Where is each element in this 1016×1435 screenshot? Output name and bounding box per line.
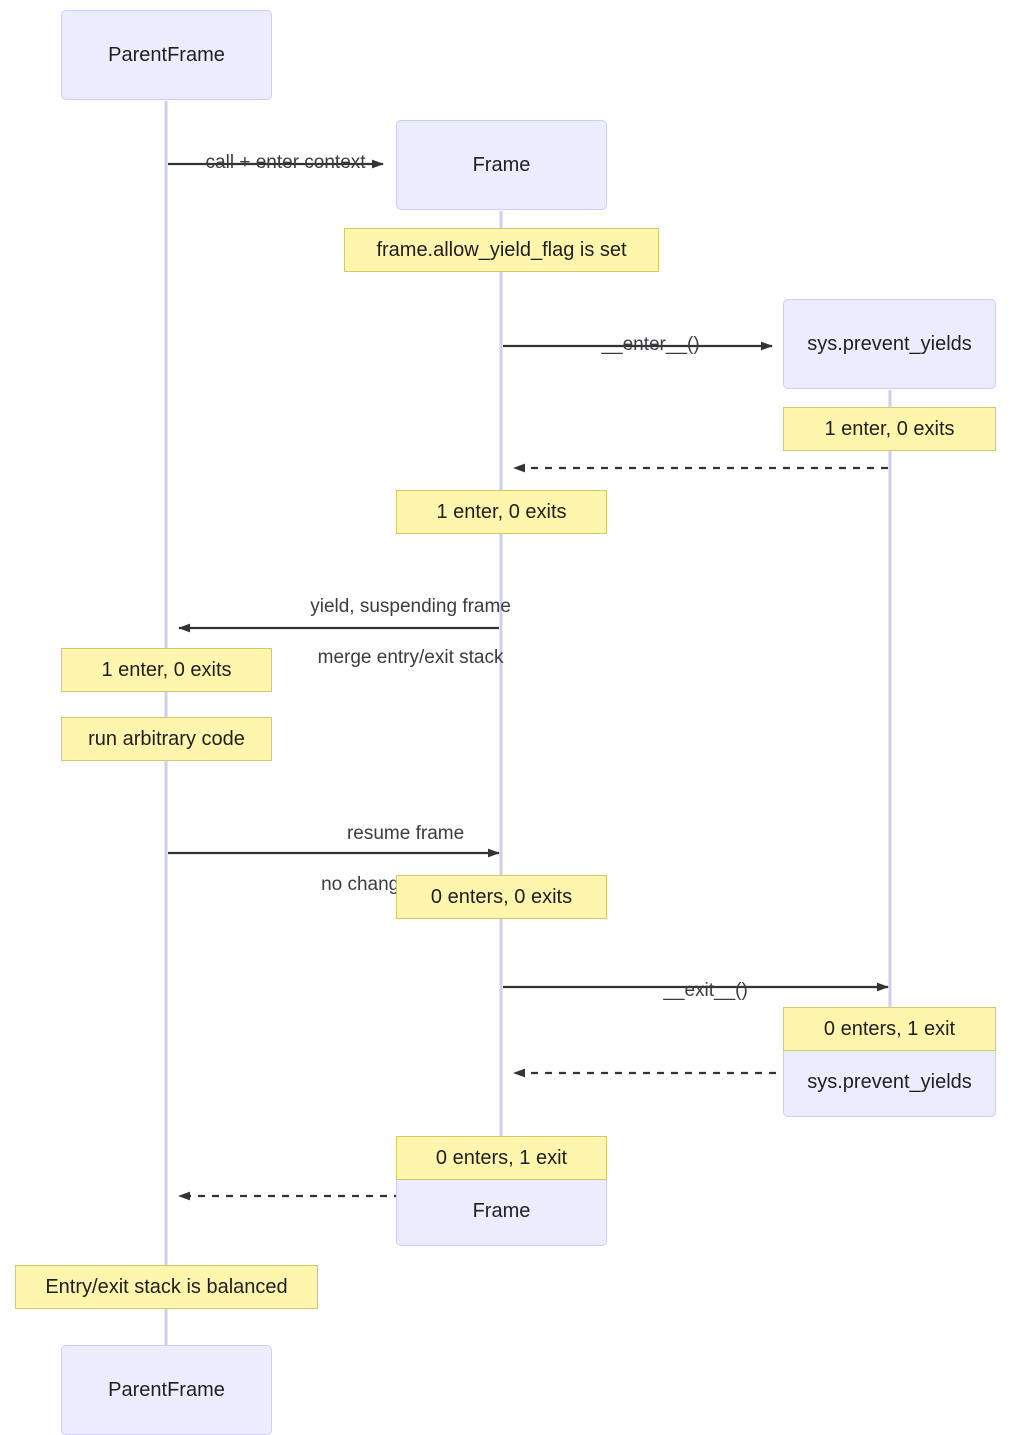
message-label-call-enter-context: call + enter context (110, 127, 440, 198)
note-text: run arbitrary code (88, 727, 245, 750)
note-text: Entry/exit stack is balanced (45, 1275, 288, 1298)
label-text: __exit__() (663, 979, 748, 1001)
message-label-enter: __enter__() (525, 309, 755, 380)
note-text: 0 enters, 1 exit (823, 1017, 956, 1040)
note-text: 1 enter, 0 exits (101, 658, 232, 681)
note-prevent-yields-0-enters-1-exit: 0 enters, 1 exit (783, 1007, 996, 1051)
participant-prevent-yields-top[interactable]: sys.prevent_yields (783, 299, 996, 389)
label-text: call + enter context (205, 151, 366, 173)
note-parentframe-1-enter-0-exits: 1 enter, 0 exits (61, 648, 272, 692)
participant-label: sys.prevent_yields (807, 332, 972, 355)
note-frame-0-enters-1-exit: 0 enters, 1 exit (396, 1136, 607, 1180)
label-text-line1: yield, suspending frame (310, 595, 511, 617)
participant-label: sys.prevent_yields (807, 1071, 972, 1093)
note-frame-0-enters-0-exits: 0 enters, 0 exits (396, 875, 607, 919)
note-text: frame.allow_yield_flag is set (376, 238, 627, 261)
note-text: 0 enters, 1 exit (435, 1146, 568, 1169)
note-frame-1-enter-0-exits: 1 enter, 0 exits (396, 490, 607, 534)
label-text-line2: merge entry/exit stack (317, 646, 504, 668)
message-label-yield-suspending-frame: yield, suspending frame merge entry/exit… (170, 568, 630, 696)
note-prevent-yields-1-enter-0-exits: 1 enter, 0 exits (783, 407, 996, 451)
note-entry-exit-stack-balanced: Entry/exit stack is balanced (15, 1265, 318, 1309)
note-text: 1 enter, 0 exits (436, 500, 567, 523)
participant-frame-top[interactable]: Frame (396, 120, 607, 210)
label-text-line1: resume frame (346, 822, 465, 844)
note-run-arbitrary-code: run arbitrary code (61, 717, 272, 761)
participant-label: Frame (472, 1200, 531, 1222)
participant-parentframe-bottom[interactable]: ParentFrame (61, 1345, 272, 1435)
participant-label: ParentFrame (108, 43, 225, 66)
label-text: __enter__() (601, 333, 700, 355)
note-text: 0 enters, 0 exits (430, 885, 573, 908)
participant-label: Frame (472, 153, 531, 176)
note-text: 1 enter, 0 exits (824, 417, 955, 440)
note-frame-allow-yield-flag: frame.allow_yield_flag is set (344, 228, 659, 272)
message-arrows (168, 159, 889, 1201)
participant-parentframe-top[interactable]: ParentFrame (61, 10, 272, 100)
message-label-exit: __exit__() (590, 955, 800, 1026)
participant-label: ParentFrame (108, 1378, 225, 1401)
